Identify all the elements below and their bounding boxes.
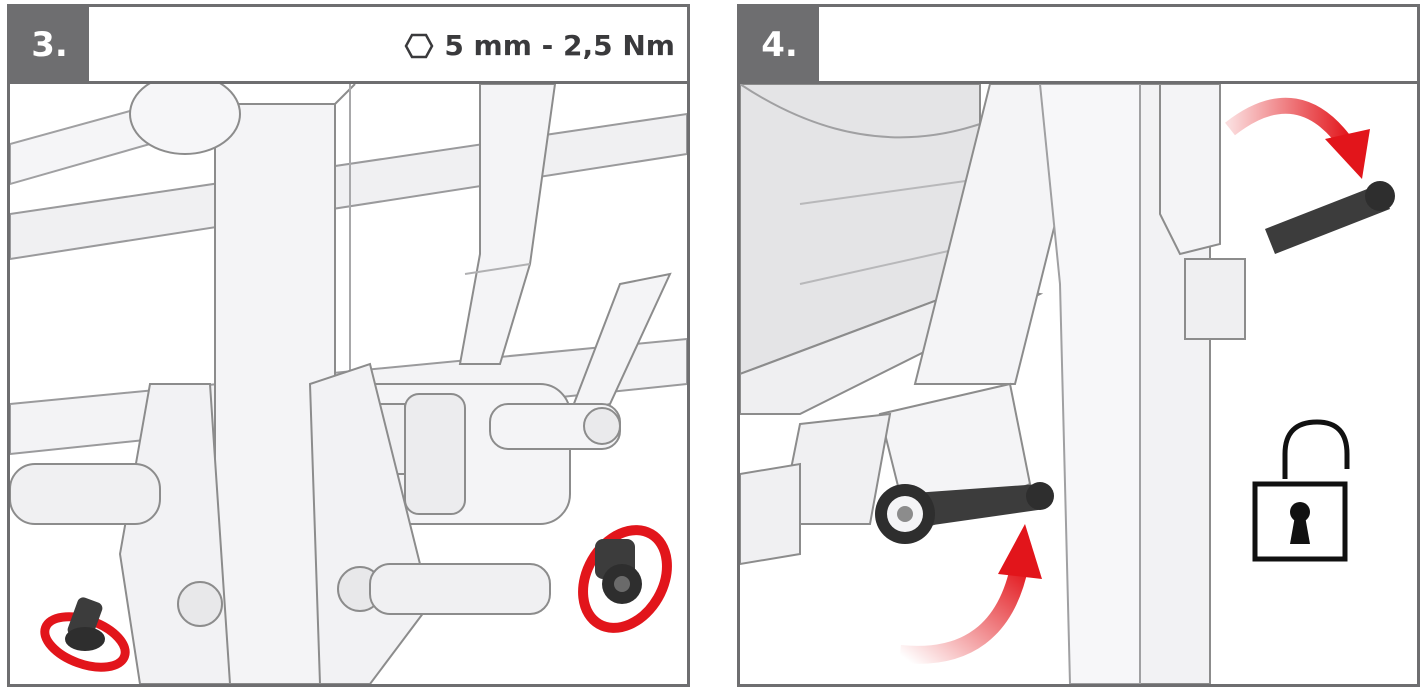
hexagon-icon: [404, 33, 434, 58]
screw-right: [578, 525, 672, 633]
step-3-illustration: [10, 84, 687, 684]
step-4-panel: 4.: [737, 4, 1420, 687]
unlocked-padlock-icon: [1252, 419, 1350, 562]
step-number: 3.: [10, 7, 89, 84]
torque-spec: 5 mm - 2,5 Nm: [404, 7, 675, 84]
step-4-illustration: [740, 84, 1417, 684]
rotation-arrow-icon: [1225, 97, 1370, 179]
lower-lever: [875, 482, 1054, 544]
step-3-panel: 3. 5 mm - 2,5 Nm: [7, 4, 690, 687]
torque-spec-text: 5 mm - 2,5 Nm: [444, 29, 675, 62]
step-4-header: 4.: [740, 7, 1417, 84]
step-number: 4.: [740, 7, 819, 84]
rotation-arrow-icon: [899, 524, 1042, 664]
step-3-header: 3. 5 mm - 2,5 Nm: [10, 7, 687, 84]
screw-left: [40, 597, 130, 672]
upper-lever: [1265, 181, 1395, 254]
